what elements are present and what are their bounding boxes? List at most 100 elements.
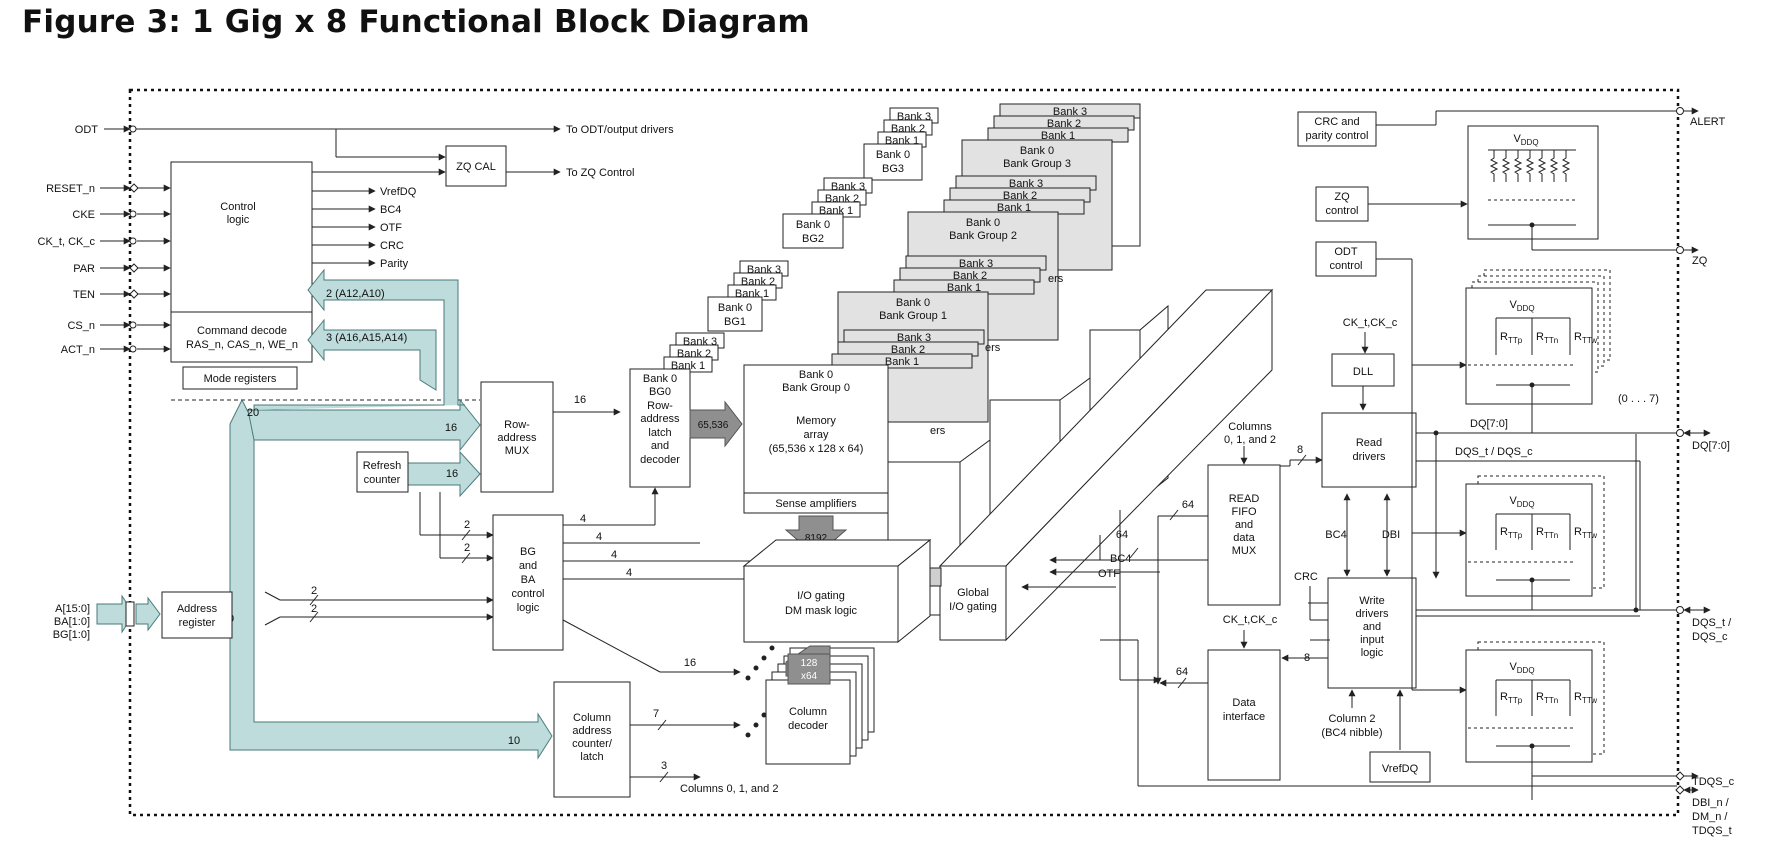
- address-register-label: Address: [177, 603, 218, 615]
- svg-text:counter/: counter/: [572, 738, 613, 750]
- bank-group-0: Bank 3 Bank 2 Bank 1 Bank 0 Bank Group 0…: [743, 329, 985, 514]
- zq-resistor-array: VDDQ: [1467, 125, 1677, 251]
- memory-array-label: Memory: [796, 415, 836, 427]
- bus-width-label: 2: [311, 603, 317, 615]
- bus-label-a16: 3 (A16,A15,A14): [326, 332, 407, 344]
- control-output-label: VrefDQ: [380, 186, 417, 198]
- bus-width-label: 4: [611, 549, 617, 561]
- pin-label: ODT: [75, 124, 99, 136]
- sense-amp-partial: ers: [1048, 273, 1064, 285]
- svg-text:READ: READ: [1229, 493, 1260, 505]
- pin-label: CS_n: [67, 320, 95, 332]
- control-output-label: OTF: [380, 222, 402, 234]
- svg-text:RTTw: RTTw: [1574, 331, 1597, 345]
- svg-text:RTTp: RTTp: [1500, 691, 1523, 705]
- pin-label: DQ[7:0]: [1692, 440, 1730, 452]
- svg-text:Bank 0: Bank 0: [796, 219, 830, 231]
- range-label: (0 . . . 7): [1618, 393, 1659, 405]
- bus-width-label: 4: [626, 567, 632, 579]
- dq-bus-label: DQ[7:0]: [1470, 418, 1508, 430]
- svg-text:latch: latch: [648, 427, 671, 439]
- bus-width-label: 16: [445, 422, 457, 434]
- pin-label: TDQS_t: [1692, 825, 1732, 837]
- svg-text:BG0: BG0: [649, 386, 671, 398]
- ck-label: CK_t,CK_c: [1223, 614, 1278, 626]
- dbi-label: DBI: [1382, 529, 1400, 541]
- control-output-label: CRC: [380, 240, 404, 252]
- bc4-label: BC4: [1325, 529, 1346, 541]
- bus-width-label: 64: [1116, 529, 1128, 541]
- row-select-arrow: [689, 400, 743, 448]
- svg-text:Row-: Row-: [647, 400, 673, 412]
- vrefdq-block: VrefDQ: [1369, 751, 1431, 783]
- svg-text:MUX: MUX: [1232, 545, 1257, 557]
- svg-text:Read: Read: [1356, 437, 1382, 449]
- svg-text:decoder: decoder: [788, 720, 828, 732]
- pin-label: DBI_n /: [1692, 797, 1730, 809]
- bus-width-label: 65,536: [698, 420, 729, 431]
- svg-text:BG: BG: [520, 546, 536, 558]
- svg-text:Bank 1: Bank 1: [947, 282, 981, 294]
- vddq-label: VDDQ: [1513, 133, 1538, 147]
- svg-text:VDDQ: VDDQ: [1509, 661, 1534, 675]
- to-zq-label: To ZQ Control: [566, 167, 634, 179]
- zq-cal-block: ZQ CAL: [445, 145, 507, 187]
- bus-width-label: 8192: [805, 533, 828, 544]
- bus-width-label: 8: [1297, 444, 1303, 456]
- svg-text:drivers: drivers: [1355, 608, 1389, 620]
- svg-text:interface: interface: [1223, 711, 1265, 723]
- svg-text:Data: Data: [1232, 697, 1256, 709]
- pin-label: ZQ: [1692, 255, 1708, 267]
- column-decoder-block: Column decoder 128 x64: [745, 645, 875, 765]
- bus-width-label: 16: [684, 657, 696, 669]
- svg-text:Bank 3: Bank 3: [1053, 106, 1087, 118]
- dll-block: CK_t,CK_c DLL: [1331, 317, 1398, 411]
- zq-cal-label: ZQ CAL: [456, 161, 496, 173]
- svg-text:Bank 3: Bank 3: [1009, 178, 1043, 190]
- pin-label: CK_t, CK_c: [38, 236, 96, 248]
- bus-width-label: 2: [464, 542, 470, 554]
- col-width-label: x64: [801, 671, 818, 682]
- odt-resistor-group-dq: VDDQ RTTp RTTn RTTw (0 . . . 7): [1465, 269, 1659, 433]
- bg-ba-control-logic: BG and BA control logic 2 2 4 4 4 4: [264, 487, 800, 651]
- bus-width-label: 64: [1176, 666, 1188, 678]
- svg-text:RTTw: RTTw: [1574, 526, 1597, 540]
- svg-text:BG3: BG3: [882, 163, 904, 175]
- sense-amp-partial: ers: [985, 342, 1001, 354]
- svg-text:BA: BA: [521, 574, 536, 586]
- svg-text:MUX: MUX: [505, 445, 530, 457]
- svg-text:DM mask logic: DM mask logic: [785, 605, 858, 617]
- bus-width-label: 16: [574, 394, 586, 406]
- svg-text:I/O gating: I/O gating: [797, 590, 845, 602]
- svg-text:Bank 0: Bank 0: [896, 297, 930, 309]
- col-width-label: 128: [801, 658, 818, 669]
- to-odt-label: To ODT/output drivers: [566, 124, 674, 136]
- svg-text:VrefDQ: VrefDQ: [1382, 763, 1419, 775]
- command-decode-signals: RAS_n, CAS_n, WE_n: [186, 339, 298, 351]
- bus-width-label: 64: [1182, 499, 1194, 511]
- svg-text:Bank 0: Bank 0: [876, 149, 910, 161]
- svg-text:Bank 1: Bank 1: [885, 356, 919, 368]
- pin-reset: RESET_n: [46, 183, 139, 195]
- address-register-label: register: [179, 617, 216, 629]
- pin-act: ACT_n: [61, 344, 137, 356]
- address-register-block: Address register: [161, 591, 233, 639]
- column-address-counter: Column address counter/ latch 7 3 Column…: [553, 619, 778, 798]
- odt-resistor-group-tdqs: VDDQ RTTp RTTn RTTw: [1465, 641, 1605, 800]
- bus-width-label: 3: [661, 760, 667, 772]
- bus-width-label: 16: [446, 468, 458, 480]
- otf-label: OTF: [1098, 568, 1120, 580]
- svg-text:Bank 0: Bank 0: [718, 302, 752, 314]
- svg-text:Bank 0: Bank 0: [966, 217, 1000, 229]
- svg-text:control: control: [511, 588, 544, 600]
- address-input-label: A[15:0]: [55, 603, 90, 615]
- svg-text:address: address: [572, 725, 612, 737]
- svg-text:Bank 2: Bank 2: [953, 270, 987, 282]
- svg-text:RTTp: RTTp: [1500, 526, 1523, 540]
- svg-text:Bank Group 0: Bank Group 0: [782, 382, 850, 394]
- svg-text:Bank 1: Bank 1: [997, 202, 1031, 214]
- pin-label: DQS_t /: [1692, 617, 1732, 629]
- control-logic-label: Control: [220, 201, 255, 213]
- pin-label: CKE: [72, 209, 95, 221]
